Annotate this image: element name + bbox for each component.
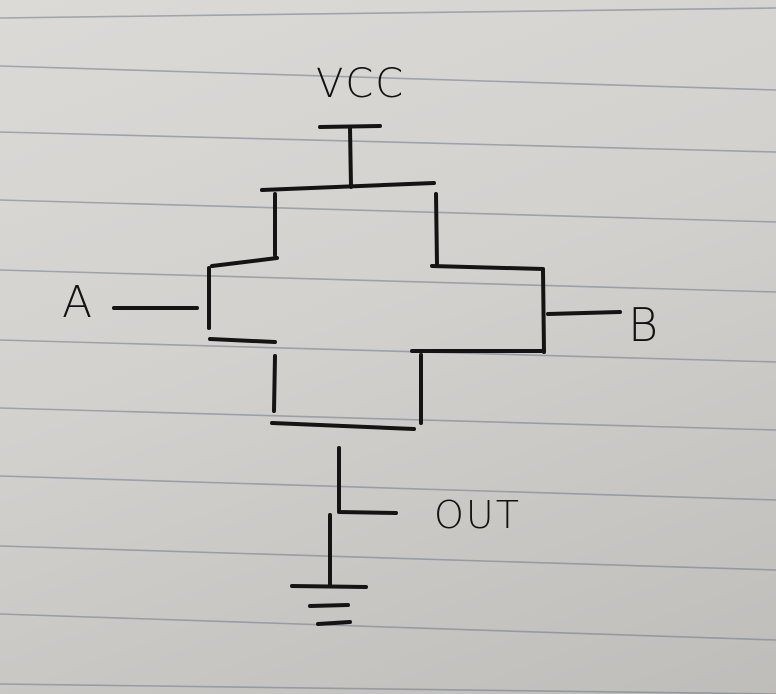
output-node-wire: [337, 446, 398, 515]
top-rail-wire: [260, 181, 436, 192]
transistor-a: [207, 192, 279, 413]
vcc-supply-symbol: [318, 124, 382, 189]
input-b-label: B: [628, 298, 659, 352]
ground-symbol: [290, 513, 368, 626]
transistor-b: [410, 192, 546, 425]
bottom-rail-wire: [270, 421, 416, 431]
ruled-lines: [0, 7, 776, 694]
input-a-label: A: [62, 277, 93, 328]
vcc-label: VCC: [316, 61, 406, 107]
input-b-wire: [546, 310, 622, 316]
output-label: OUT: [434, 493, 521, 537]
